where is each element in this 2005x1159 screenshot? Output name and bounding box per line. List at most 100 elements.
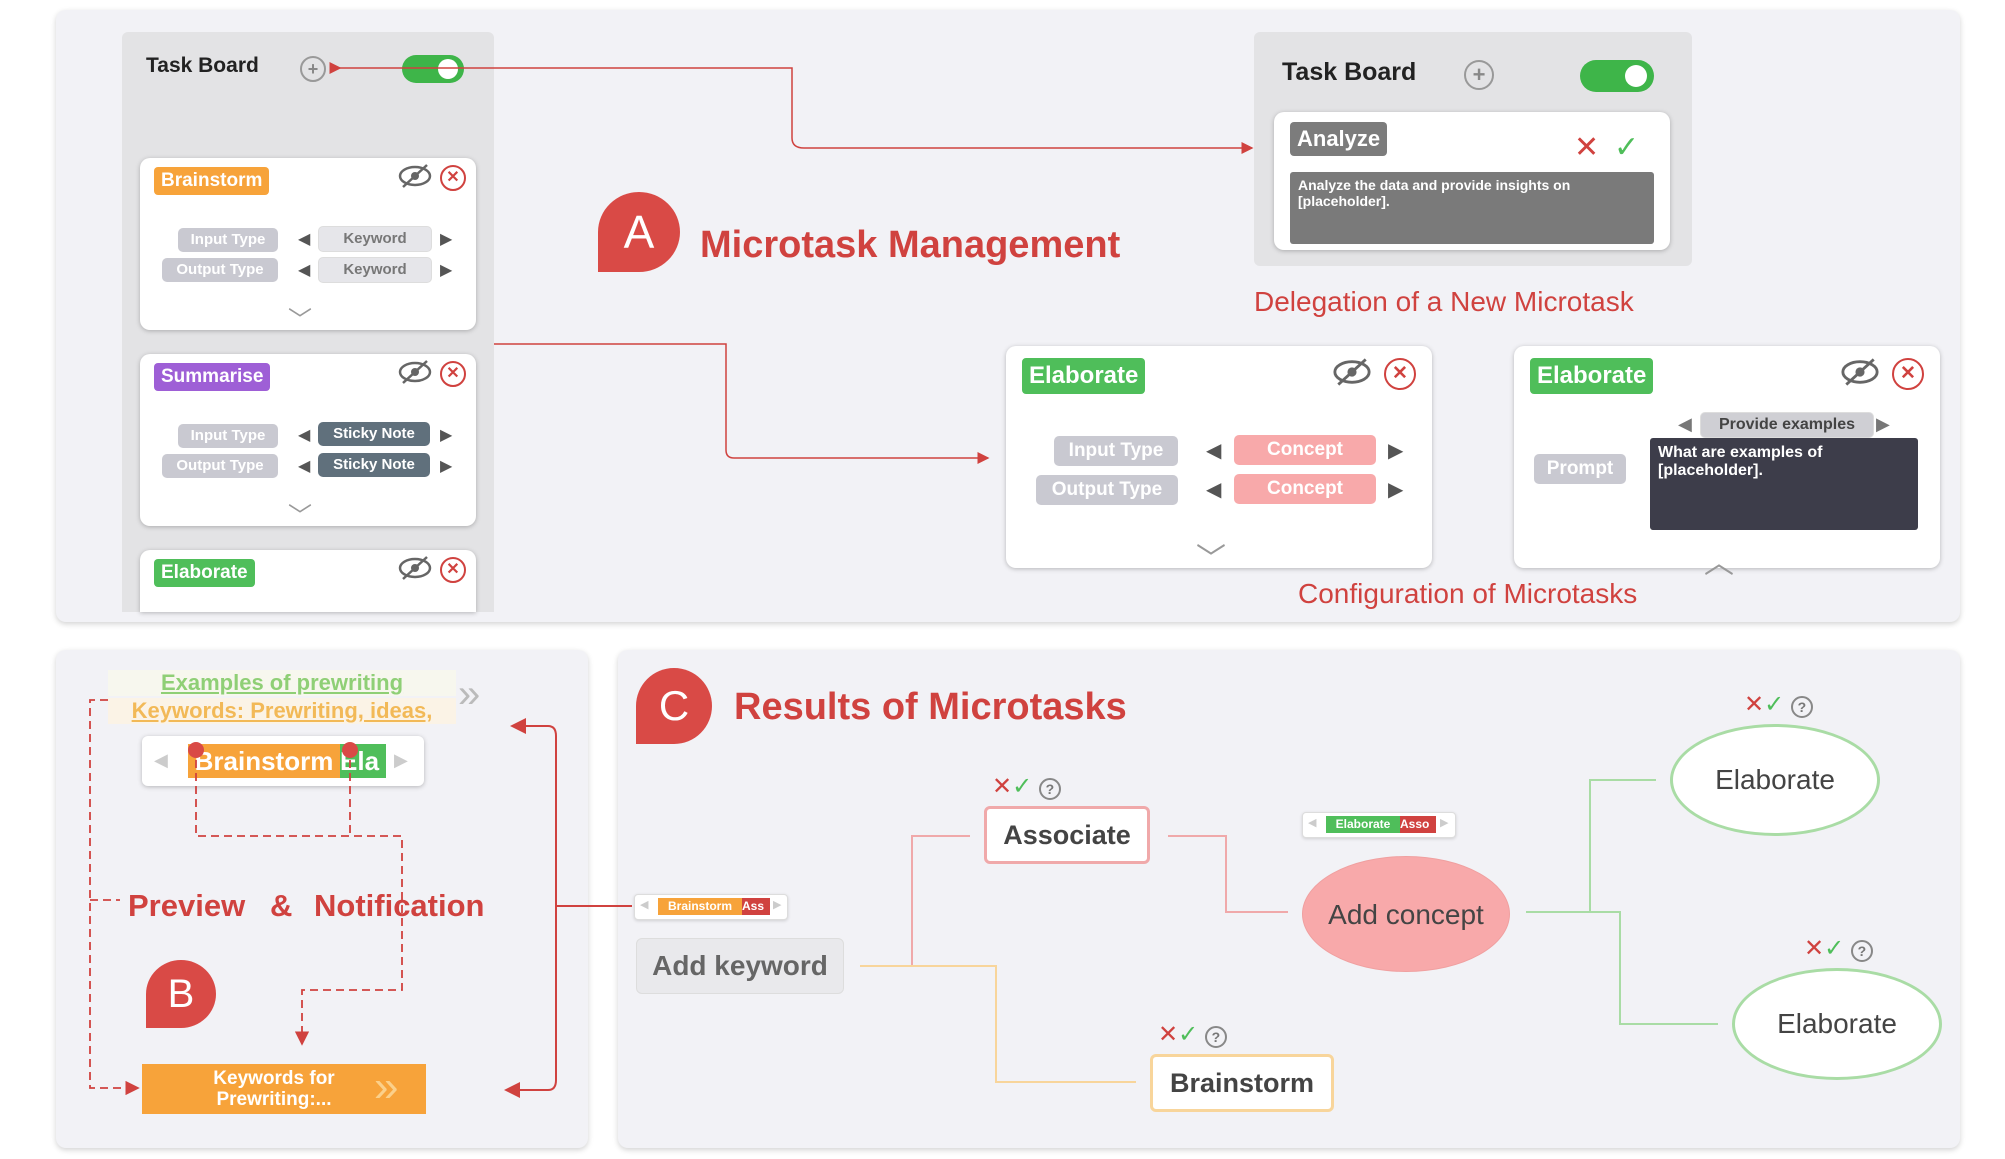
notification-dot [342, 742, 358, 758]
left-arrow-icon[interactable]: ◀ [640, 899, 649, 911]
right-arrow-icon[interactable]: ▶ [1388, 479, 1404, 501]
check-icon[interactable]: ✓ [1614, 131, 1640, 164]
heading-preview: Preview [128, 888, 246, 923]
tag-summarise: Summarise [154, 363, 271, 391]
toggle-knob [438, 59, 458, 79]
chevron-down-icon[interactable]: ﹀ [1196, 543, 1226, 576]
node-associate[interactable]: Associate [984, 806, 1150, 864]
close-circle-icon[interactable]: ✕ [440, 165, 466, 191]
plus-icon[interactable]: + [1464, 60, 1494, 90]
chip-brainstorm[interactable]: Brainstorm [188, 744, 340, 778]
node-brainstorm[interactable]: Brainstorm [1150, 1054, 1334, 1112]
x-icon[interactable]: ✕ [992, 773, 1013, 800]
chevron-up-icon[interactable]: ︿ [1704, 547, 1734, 580]
node-actions-elaborate-top: ✕✓ ? [1744, 690, 1813, 719]
x-icon[interactable]: ✕ [1744, 691, 1765, 718]
help-icon[interactable]: ? [1038, 778, 1061, 800]
left-arrow-icon[interactable]: ◀ [298, 231, 311, 248]
notification-card[interactable]: Keywords for Prewriting:... [142, 1064, 426, 1114]
help-icon[interactable]: ? [1204, 1026, 1227, 1048]
input-type-value: Concept [1234, 435, 1376, 465]
badge-a: A [598, 192, 680, 272]
x-icon[interactable]: ✕ [1574, 131, 1600, 164]
close-circle-icon[interactable]: ✕ [440, 361, 466, 387]
heading-microtask-management: Microtask Management [700, 224, 1121, 266]
node-add-concept[interactable]: Add concept [1302, 856, 1510, 972]
hidden-eye-icon[interactable] [1330, 356, 1374, 393]
prompt-text[interactable]: What are examples of [placeholder]. [1650, 438, 1918, 530]
right-arrow-icon[interactable]: ▶ [440, 458, 453, 475]
tag-analyze: Analyze [1290, 122, 1388, 156]
badge-c: C [636, 668, 712, 744]
toggle-switch[interactable] [402, 55, 464, 83]
delegation-prompt: Analyze the data and provide insights on… [1290, 172, 1654, 244]
node-add-keyword[interactable]: Add keyword [636, 938, 844, 994]
left-arrow-icon[interactable]: ◀ [298, 458, 311, 475]
right-arrow-icon[interactable]: ▶ [1388, 440, 1404, 462]
delegation-board-title: Task Board [1282, 58, 1417, 86]
tag-elaborate: Elaborate [1530, 358, 1654, 394]
input-type-label: Input Type [178, 228, 278, 252]
tag-elaborate: Elaborate [154, 559, 255, 587]
input-type-label: Input Type [1054, 436, 1178, 466]
notification-dot [188, 742, 204, 758]
right-arrow-icon[interactable]: ▶ [1876, 414, 1890, 434]
x-icon[interactable]: ✕ [1804, 935, 1825, 962]
check-icon[interactable]: ✓ [1178, 1021, 1199, 1048]
output-type-value: Sticky Note [318, 453, 430, 477]
mini-chip-brainstorm[interactable]: Brainstorm [658, 898, 742, 915]
help-icon[interactable]: ? [1850, 940, 1873, 962]
x-icon[interactable]: ✕ [1158, 1021, 1179, 1048]
close-circle-icon[interactable]: ✕ [1892, 358, 1924, 390]
output-type-label: Output Type [1036, 475, 1178, 505]
mini-chip-associate[interactable]: Ass [742, 898, 770, 915]
check-icon[interactable]: ✓ [1824, 935, 1845, 962]
output-type-value: Keyword [318, 257, 432, 283]
left-arrow-icon[interactable]: ◀ [298, 427, 311, 444]
caption-delegation: Delegation of a New Microtask [1254, 286, 1634, 317]
check-icon[interactable]: ✓ [1764, 691, 1785, 718]
mini-chip-associate[interactable]: Asso [1400, 816, 1436, 833]
preview-text-line1: Examples of prewriting [108, 670, 456, 696]
check-icon[interactable]: ✓ [1012, 773, 1033, 800]
close-circle-icon[interactable]: ✕ [440, 557, 466, 583]
tag-brainstorm: Brainstorm [154, 167, 270, 195]
hidden-eye-icon[interactable] [397, 554, 433, 587]
close-circle-icon[interactable]: ✕ [1384, 358, 1416, 390]
toggle-knob [1625, 65, 1647, 87]
right-arrow-icon[interactable]: ▶ [440, 231, 453, 248]
right-arrow-icon[interactable]: ▶ [1440, 817, 1449, 829]
chevron-down-icon[interactable]: ﹀ [288, 503, 312, 530]
double-chevron-right-icon[interactable]: » [458, 672, 481, 716]
node-elaborate-top[interactable]: Elaborate [1670, 724, 1880, 836]
input-type-label: Input Type [178, 424, 278, 448]
node-elaborate-bottom[interactable]: Elaborate [1732, 968, 1942, 1080]
right-arrow-icon[interactable]: ▶ [394, 750, 408, 770]
double-chevron-right-icon[interactable]: » [374, 1062, 399, 1111]
hidden-eye-icon[interactable] [397, 162, 433, 197]
left-arrow-icon[interactable]: ◀ [1206, 440, 1222, 462]
left-arrow-icon[interactable]: ◀ [154, 750, 168, 770]
hidden-eye-icon[interactable] [397, 358, 433, 391]
help-icon[interactable]: ? [1790, 696, 1813, 718]
right-arrow-icon[interactable]: ▶ [440, 262, 453, 279]
right-arrow-icon[interactable]: ▶ [440, 427, 453, 444]
mini-chip-elaborate[interactable]: Elaborate [1326, 816, 1400, 833]
left-arrow-icon[interactable]: ◀ [298, 262, 311, 279]
node-actions-elaborate-bottom: ✕✓ ? [1804, 934, 1873, 963]
left-arrow-icon[interactable]: ◀ [1308, 817, 1317, 829]
heading-results: Results of Microtasks [734, 686, 1127, 728]
prompt-selector[interactable]: Provide examples [1700, 412, 1874, 438]
toggle-switch[interactable] [1580, 60, 1654, 92]
chevron-down-icon[interactable]: ﹀ [288, 307, 312, 334]
left-arrow-icon[interactable]: ◀ [1206, 479, 1222, 501]
right-arrow-icon[interactable]: ▶ [773, 899, 782, 911]
plus-icon[interactable]: + [300, 56, 326, 82]
output-type-value: Concept [1234, 474, 1376, 504]
hidden-eye-icon[interactable] [1838, 356, 1882, 393]
output-type-label: Output Type [162, 454, 278, 478]
left-arrow-icon[interactable]: ◀ [1678, 414, 1692, 434]
node-actions-associate: ✕✓ ? [992, 772, 1061, 801]
tag-elaborate: Elaborate [1022, 358, 1146, 394]
caption-configuration: Configuration of Microtasks [1298, 578, 1638, 609]
